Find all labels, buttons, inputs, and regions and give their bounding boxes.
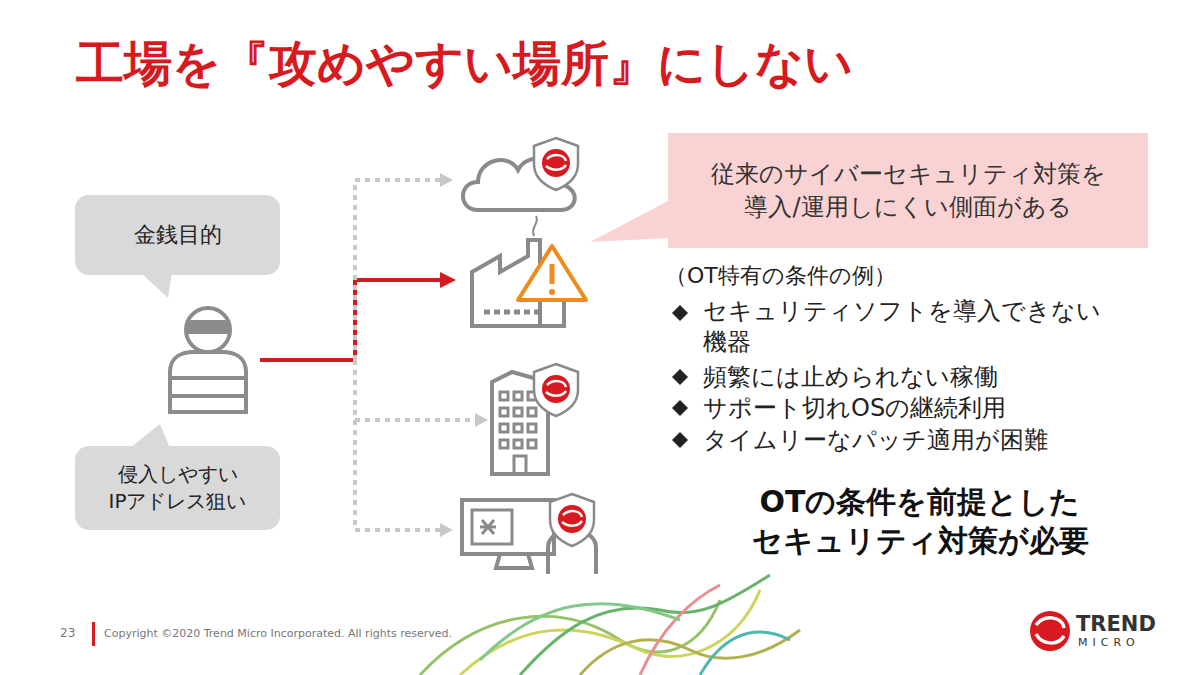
bubble-tail bbox=[130, 424, 170, 448]
node-text: 従来のサイバーセキュリティ対策を 導入/運用しにくい側面がある bbox=[682, 158, 1134, 223]
node-text: 金銭目的 bbox=[134, 220, 222, 250]
warning-icon bbox=[518, 246, 586, 300]
bullet-diamond bbox=[672, 305, 688, 448]
list-item: サポート切れOSの継続利用 bbox=[703, 393, 1006, 424]
arrow-head bbox=[440, 272, 456, 288]
list-item: 頻繁には止められない稼働 bbox=[703, 362, 998, 393]
attack-arrow bbox=[260, 280, 440, 360]
logo-text: TREND bbox=[1076, 611, 1156, 638]
list-item: セキュリティソフトを導入できない 機器 bbox=[703, 296, 1143, 358]
callout-tail bbox=[590, 200, 670, 242]
node-text: 侵入しやすい IPアドレス狙い bbox=[85, 461, 270, 515]
slide-title: 工場を『攻めやすい場所』にしない bbox=[76, 32, 853, 94]
footer-bar bbox=[92, 622, 95, 646]
logo-subtext: MICRO bbox=[1078, 636, 1140, 650]
decorative-swirls bbox=[420, 575, 800, 675]
dotted-path bbox=[355, 180, 475, 530]
callout-box: 従来のサイバーセキュリティ対策を 導入/運用しにくい側面がある bbox=[668, 133, 1148, 248]
page-number: 23 bbox=[60, 626, 75, 642]
attacker-icon bbox=[170, 308, 246, 412]
speech-bubble: 侵入しやすい IPアドレス狙い bbox=[75, 446, 280, 530]
list-heading: （OT特有の条件の例） bbox=[665, 262, 896, 291]
trend-logo bbox=[1030, 611, 1070, 651]
bubble-tail bbox=[140, 272, 172, 298]
list-item: タイムリーなパッチ適用が困難 bbox=[703, 425, 1048, 456]
copyright: Copyright ©2020 Trend Micro Incorporated… bbox=[104, 627, 452, 641]
factory-icon bbox=[472, 216, 564, 326]
speech-bubble: 金銭目的 bbox=[75, 195, 280, 275]
conclusion-text: OTの条件を前提とした セキュリティ対策が必要 bbox=[700, 482, 1140, 560]
